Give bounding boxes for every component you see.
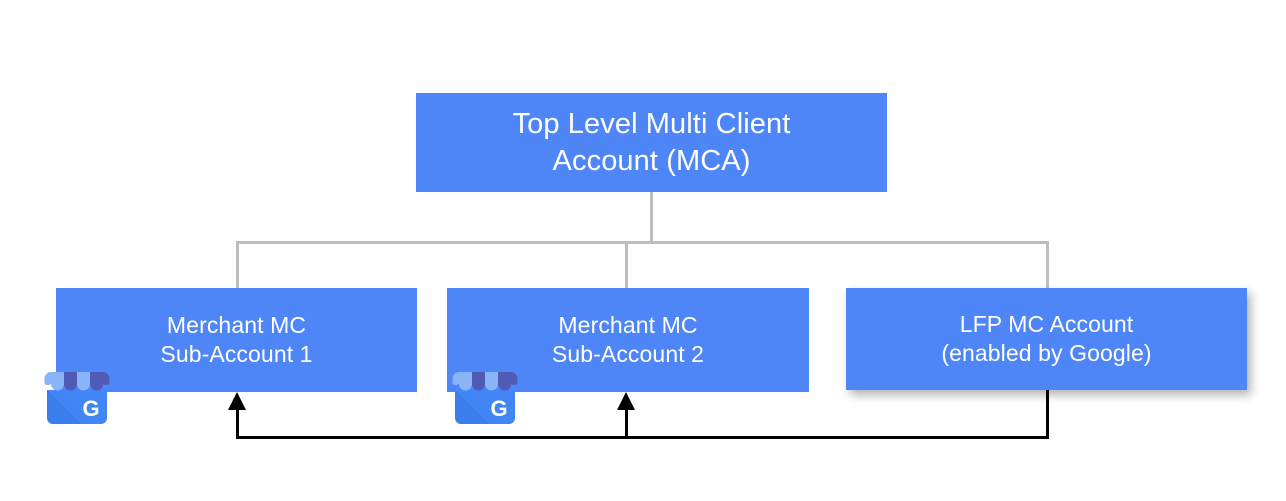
connector-drop-lfp	[1046, 241, 1049, 290]
storefront-letter-g: G	[82, 396, 99, 421]
google-business-storefront-icon: G	[452, 372, 518, 424]
node-top-level-mca-label: Top Level Multi Client Account (MCA)	[512, 108, 791, 177]
feedback-line-from-lfp	[1046, 390, 1049, 439]
node-merchant-sub-account-2-label: Merchant MC Sub-Account 2	[551, 312, 705, 367]
connector-mca-stem	[650, 192, 653, 243]
node-merchant-sub-account-1-label: Merchant MC Sub-Account 1	[160, 312, 313, 367]
feedback-arrowhead-sub2	[617, 392, 635, 410]
connector-drop-sub1	[236, 241, 239, 290]
node-lfp-mc-account-label: LFP MC Account (enabled by Google)	[941, 311, 1152, 366]
node-merchant-sub-account-1[interactable]: Merchant MC Sub-Account 1	[56, 288, 417, 392]
feedback-arrowhead-sub1	[228, 392, 246, 410]
feedback-line-to-sub2	[625, 400, 628, 438]
connector-horizontal-bus	[236, 241, 1049, 244]
connector-drop-sub2	[625, 241, 628, 290]
feedback-line-horizontal	[236, 436, 1049, 439]
storefront-letter-g: G	[490, 396, 507, 421]
google-business-storefront-icon: G	[44, 372, 110, 424]
node-lfp-mc-account[interactable]: LFP MC Account (enabled by Google)	[846, 288, 1247, 390]
node-top-level-mca[interactable]: Top Level Multi Client Account (MCA)	[416, 93, 887, 192]
feedback-line-to-sub1	[236, 400, 239, 438]
